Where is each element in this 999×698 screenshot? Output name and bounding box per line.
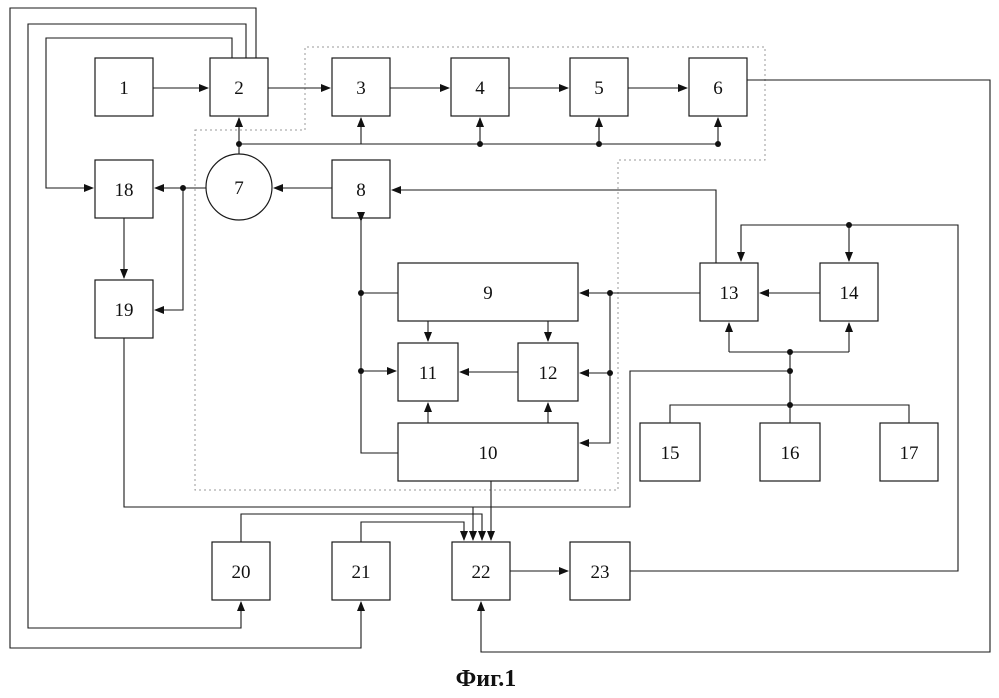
block-14-label: 14 xyxy=(840,283,860,304)
block-18-label: 18 xyxy=(115,180,134,201)
block-12-label: 12 xyxy=(539,363,558,384)
block-20-label: 20 xyxy=(232,562,251,583)
block-6: 6 xyxy=(689,58,747,116)
block-22: 22 xyxy=(452,542,510,600)
block-13: 13 xyxy=(700,263,758,321)
block-19: 19 xyxy=(95,280,153,338)
block-12: 12 xyxy=(518,343,578,401)
block-1-label: 1 xyxy=(119,78,129,99)
block-16-label: 16 xyxy=(781,443,800,464)
block-19-label: 19 xyxy=(115,300,134,321)
block-5-label: 5 xyxy=(594,78,604,99)
block-8-label: 8 xyxy=(356,180,366,201)
block-20: 20 xyxy=(212,542,270,600)
block-7-circle: 7 xyxy=(206,154,272,220)
block-8: 8 xyxy=(332,160,390,218)
block-14: 14 xyxy=(820,263,878,321)
block-3-label: 3 xyxy=(356,78,366,99)
block-1: 1 xyxy=(95,58,153,116)
block-9-label: 9 xyxy=(483,283,493,304)
block-21-label: 21 xyxy=(352,562,371,583)
block-10: 10 xyxy=(398,423,578,481)
figure-caption: Фиг.1 xyxy=(456,666,517,692)
block-10-label: 10 xyxy=(479,443,498,464)
block-22-label: 22 xyxy=(472,562,491,583)
block-2: 2 xyxy=(210,58,268,116)
block-21: 21 xyxy=(332,542,390,600)
block-6-label: 6 xyxy=(713,78,723,99)
block-18: 18 xyxy=(95,160,153,218)
block-15: 15 xyxy=(640,423,700,481)
block-11: 11 xyxy=(398,343,458,401)
block-15-label: 15 xyxy=(661,443,680,464)
block-2-label: 2 xyxy=(234,78,244,99)
block-23: 23 xyxy=(570,542,630,600)
block-11-label: 11 xyxy=(419,363,437,384)
block-23-label: 23 xyxy=(591,562,610,583)
block-7-label: 7 xyxy=(234,178,244,199)
block-16: 16 xyxy=(760,423,820,481)
block-5: 5 xyxy=(570,58,628,116)
block-17-label: 17 xyxy=(900,443,919,464)
block-4-label: 4 xyxy=(475,78,485,99)
block-3: 3 xyxy=(332,58,390,116)
block-4: 4 xyxy=(451,58,509,116)
block-13-label: 13 xyxy=(720,283,739,304)
block-9: 9 xyxy=(398,263,578,321)
block-17: 17 xyxy=(880,423,938,481)
